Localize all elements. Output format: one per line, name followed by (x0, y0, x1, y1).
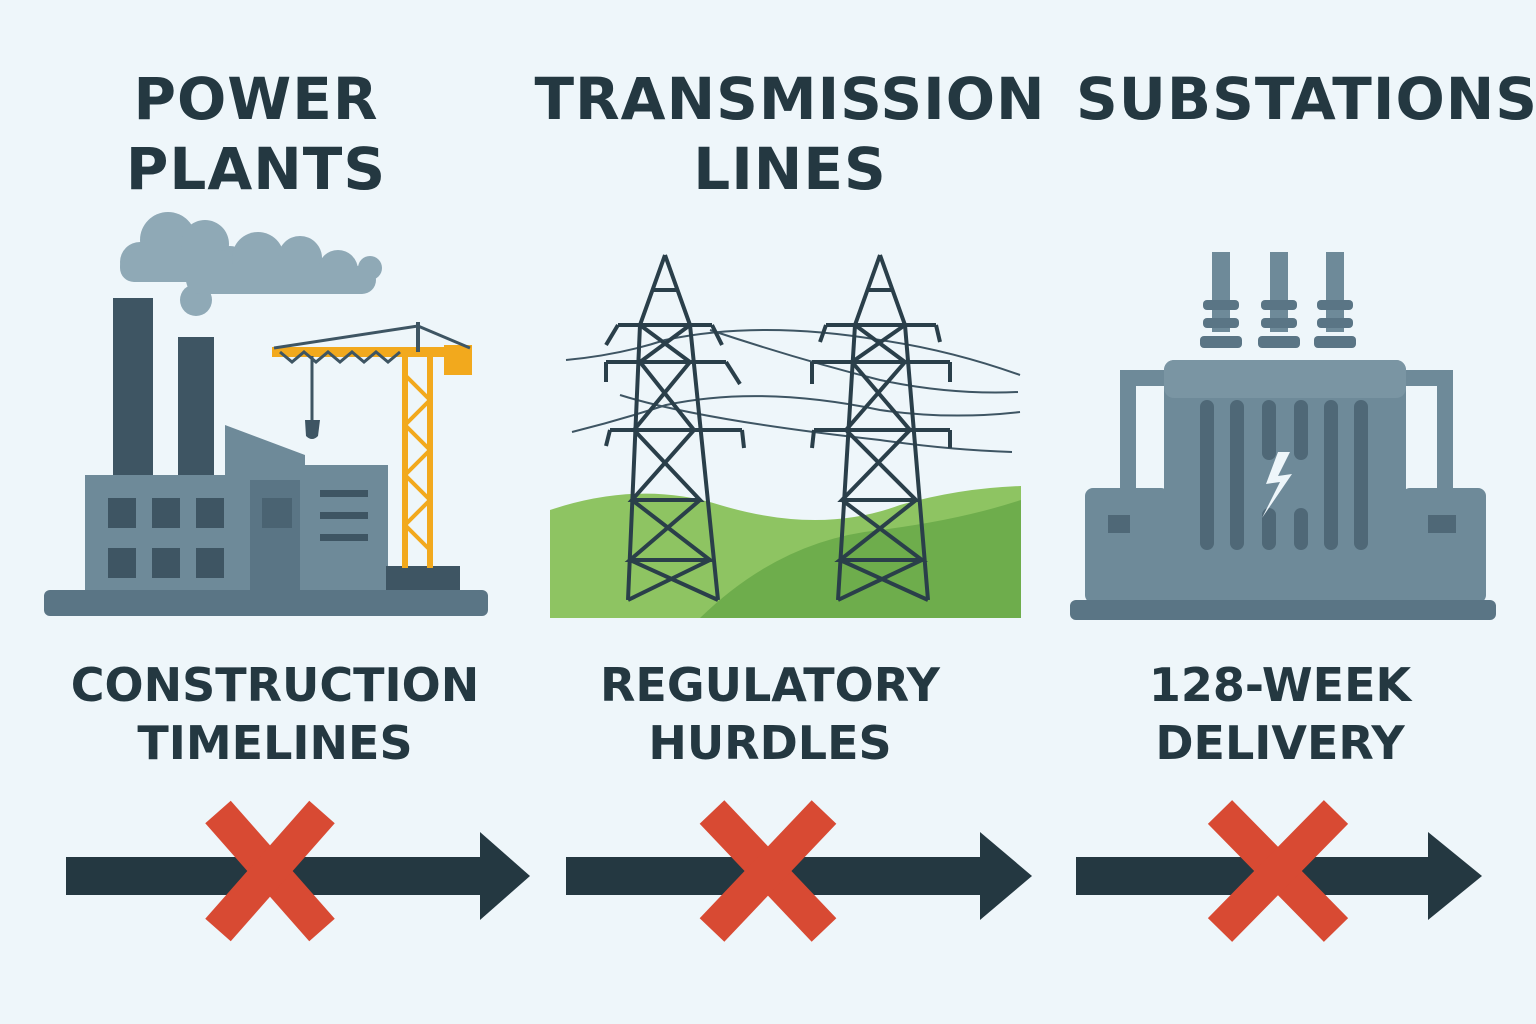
tower-right (810, 254, 952, 602)
caption-128-week-delivery: 128-WEEK DELIVERY (1080, 656, 1480, 772)
heading-line: SUBSTATIONS (1076, 65, 1536, 133)
lightning-bolt-icon (1262, 452, 1292, 518)
heading-transmission-lines: TRANSMISSION LINES (530, 64, 1050, 204)
caption-line: HURDLES (648, 716, 892, 770)
caption-line: TIMELINES (137, 716, 413, 770)
caption-line: REGULATORY (600, 658, 940, 712)
heading-line: LINES (693, 135, 887, 203)
caption-construction-timelines: CONSTRUCTION TIMELINES (60, 656, 490, 772)
heading-substations: SUBSTATIONS (1076, 64, 1536, 134)
red-x-icon (205, 800, 335, 942)
red-x-icon (1207, 800, 1349, 942)
blocked-arrow-1 (66, 800, 530, 942)
caption-line: CONSTRUCTION (70, 658, 480, 712)
crane-icon (272, 347, 470, 568)
blocked-arrow-2 (566, 800, 1032, 942)
heading-power-plants: POWER PLANTS (86, 64, 426, 204)
heading-line: TRANSMISSION (534, 65, 1046, 133)
heading-line: POWER (133, 65, 379, 133)
red-x-icon (699, 800, 837, 942)
caption-line: 128-WEEK (1148, 658, 1412, 712)
power-plant-with-crane-icon (44, 212, 488, 616)
blocked-arrow-3 (1076, 800, 1482, 942)
transformer-icon (1070, 252, 1496, 620)
heading-line: PLANTS (125, 135, 387, 203)
tower-left (604, 254, 746, 602)
caption-line: DELIVERY (1155, 716, 1405, 770)
caption-regulatory-hurdles: REGULATORY HURDLES (560, 656, 980, 772)
transmission-towers-icon (550, 254, 1021, 618)
smoke-icon (120, 212, 382, 316)
